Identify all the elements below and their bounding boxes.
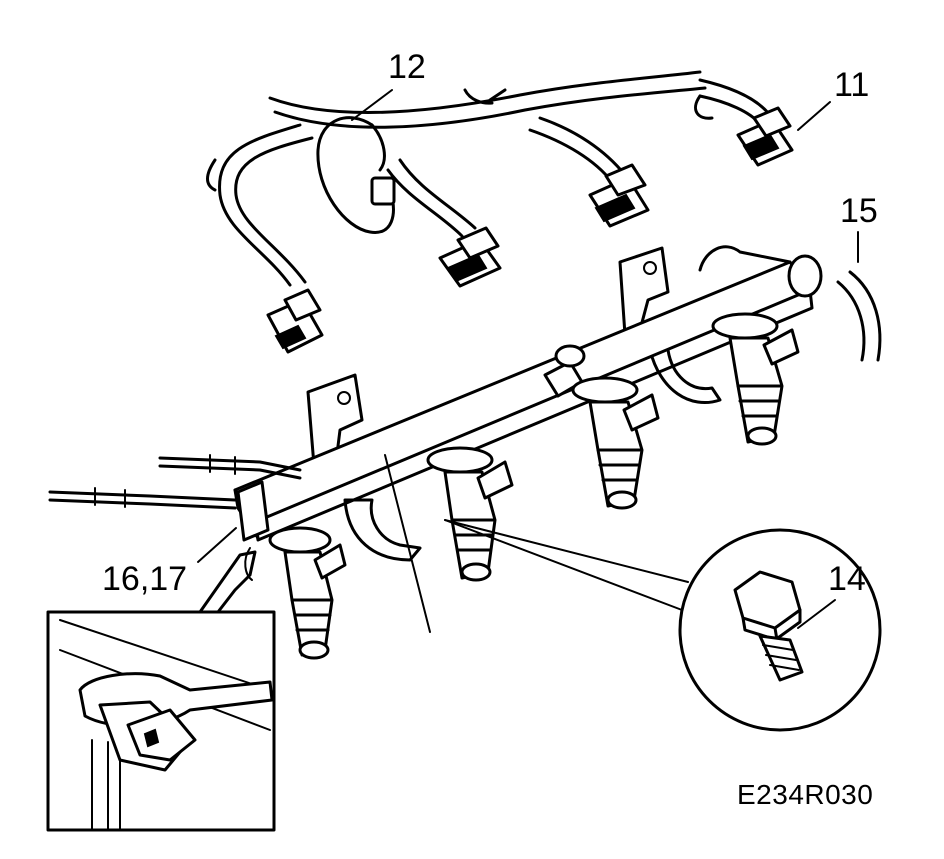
- callout-14: 14: [828, 560, 866, 598]
- sensor-wires: [48, 454, 302, 510]
- callout-16-17: 16,17: [102, 560, 187, 598]
- leader-lines: [197, 89, 859, 629]
- fuel-injectors: [268, 312, 800, 660]
- inset-detail: [46, 550, 276, 832]
- section-line: [384, 454, 431, 633]
- bolt-icon: [733, 570, 804, 682]
- injector-2: [426, 446, 514, 582]
- connector-4: [736, 106, 794, 167]
- fuel-rail: [233, 245, 823, 542]
- connector-3: [588, 163, 650, 228]
- harness-connectors: [266, 106, 794, 354]
- callout-12: 12: [388, 48, 426, 86]
- connector-1: [266, 288, 324, 354]
- injector-3: [571, 376, 660, 510]
- injector-1: [268, 526, 347, 660]
- figure-code: E234R030: [737, 779, 873, 810]
- mounting-brackets: [306, 246, 722, 562]
- wiring-harness: [206, 70, 774, 287]
- callout-15: 15: [840, 192, 878, 230]
- vacuum-hose: [836, 280, 866, 362]
- callout-11: 11: [834, 66, 869, 104]
- connector-2: [438, 226, 502, 288]
- bolt-detail: [444, 519, 882, 732]
- injector-4: [711, 312, 800, 446]
